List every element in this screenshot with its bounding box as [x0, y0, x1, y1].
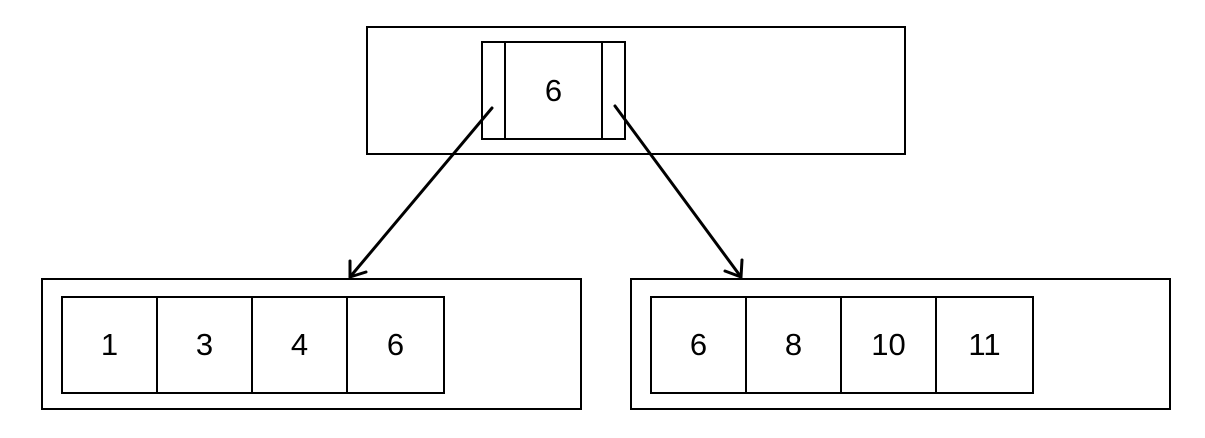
- root-key-cell-group: 6: [481, 41, 626, 140]
- root-key: 6: [544, 72, 563, 108]
- left-leaf-key: 6: [386, 327, 405, 362]
- right-leaf-key: 8: [747, 298, 842, 392]
- root-right-pointer-slot: [601, 43, 624, 138]
- right-leaf-key: 10: [842, 298, 937, 392]
- right-leaf-key-group: 6 8 10 11: [650, 296, 1034, 394]
- root-node: 6: [366, 26, 906, 155]
- left-leaf-key: 4: [253, 298, 348, 392]
- root-left-pointer-slot: [483, 43, 506, 138]
- right-leaf-node: 6 8 10 11: [630, 278, 1171, 410]
- right-leaf-key: 6: [652, 298, 747, 392]
- left-leaf-key: 3: [158, 298, 253, 392]
- left-leaf-key: 1: [63, 298, 158, 392]
- left-leaf-key-group: 1 3 4 6: [61, 296, 445, 394]
- left-arrowhead: [348, 259, 368, 279]
- right-leaf-key: 11: [968, 327, 1001, 362]
- right-arrowhead: [723, 258, 744, 279]
- left-leaf-node: 1 3 4 6: [41, 278, 582, 410]
